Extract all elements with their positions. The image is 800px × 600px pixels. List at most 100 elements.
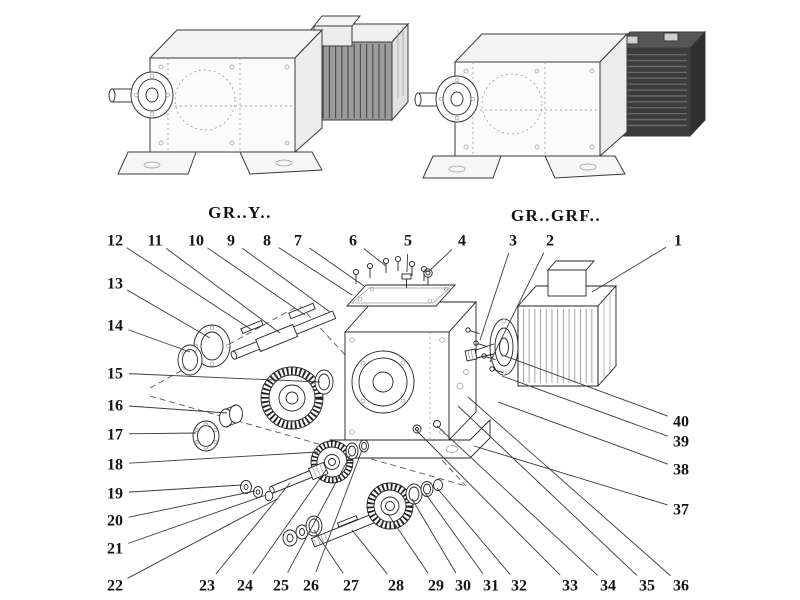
callout-number-1: 1 bbox=[674, 233, 682, 250]
callout-number-33: 33 bbox=[562, 578, 578, 595]
leader-line-26 bbox=[315, 449, 363, 573]
callout-number-22: 22 bbox=[107, 578, 123, 595]
callout-number-31: 31 bbox=[483, 578, 499, 595]
leader-line-35 bbox=[457, 405, 638, 576]
leader-line-21 bbox=[128, 494, 267, 544]
callout-number-2: 2 bbox=[546, 233, 554, 250]
callout-number-34: 34 bbox=[600, 578, 616, 595]
callout-number-7: 7 bbox=[294, 233, 302, 250]
callout-number-35: 35 bbox=[639, 578, 655, 595]
output-gear bbox=[260, 366, 324, 430]
callout-number-19: 19 bbox=[107, 486, 123, 503]
leader-line-5 bbox=[406, 253, 409, 273]
housing-top-cover bbox=[345, 284, 457, 307]
leader-line-4 bbox=[427, 249, 453, 273]
callout-number-40: 40 bbox=[673, 414, 689, 431]
leader-line-37 bbox=[473, 445, 668, 506]
assembled-gearmotor-gr-grf bbox=[414, 30, 707, 179]
callout-number-25: 25 bbox=[273, 578, 289, 595]
leader-line-25 bbox=[287, 455, 351, 573]
leader-line-31 bbox=[424, 492, 484, 574]
leader-line-32 bbox=[436, 487, 511, 575]
callout-number-23: 23 bbox=[199, 578, 215, 595]
oil-seal-ring bbox=[177, 344, 203, 376]
callout-number-30: 30 bbox=[455, 578, 471, 595]
callout-number-6: 6 bbox=[349, 233, 357, 250]
leader-line-23 bbox=[215, 482, 291, 575]
leader-lines bbox=[126, 246, 671, 579]
output-shaft bbox=[230, 310, 337, 360]
leader-line-11 bbox=[165, 247, 281, 334]
leader-line-39 bbox=[501, 375, 668, 437]
leader-line-19 bbox=[128, 484, 243, 493]
callout-number-20: 20 bbox=[107, 513, 123, 530]
breather-vent-plug bbox=[401, 273, 412, 288]
callout-number-26: 26 bbox=[303, 578, 319, 595]
callout-number-13: 13 bbox=[107, 276, 123, 293]
shaft-key-large bbox=[288, 302, 316, 320]
low-speed-rings bbox=[405, 479, 443, 505]
assembled-gearmotor-gr-y bbox=[108, 15, 410, 175]
callout-number-11: 11 bbox=[147, 233, 162, 250]
callout-number-10: 10 bbox=[188, 233, 204, 250]
callout-number-9: 9 bbox=[227, 233, 235, 250]
leader-line-30 bbox=[411, 498, 457, 574]
leader-line-33 bbox=[416, 430, 561, 576]
spacer-bushing bbox=[219, 404, 243, 428]
leader-line-12 bbox=[126, 247, 253, 331]
callout-number-14: 14 bbox=[107, 318, 123, 335]
eye-bolt bbox=[423, 268, 433, 285]
shaft-key-small bbox=[240, 319, 264, 335]
callout-number-27: 27 bbox=[343, 578, 359, 595]
variant-label-gr-grf: GR..GRF.. bbox=[510, 206, 602, 225]
leader-line-38 bbox=[497, 401, 669, 465]
leader-line-34 bbox=[436, 425, 599, 576]
callout-number-5: 5 bbox=[404, 233, 412, 250]
low-speed-gear bbox=[366, 482, 414, 530]
callout-number-38: 38 bbox=[673, 462, 689, 479]
callout-number-4: 4 bbox=[458, 233, 466, 250]
callout-number-24: 24 bbox=[237, 578, 253, 595]
leader-line-36 bbox=[467, 396, 671, 577]
callout-number-28: 28 bbox=[388, 578, 404, 595]
variant-label-gr-y: GR..Y.. bbox=[208, 203, 272, 222]
callout-number-16: 16 bbox=[107, 398, 123, 415]
leader-line-18 bbox=[128, 451, 319, 464]
leader-line-22 bbox=[127, 498, 278, 579]
exploded-view-drawing bbox=[149, 255, 618, 548]
leader-line-28 bbox=[351, 529, 388, 575]
callout-number-32: 32 bbox=[511, 578, 527, 595]
leader-line-1 bbox=[591, 246, 667, 293]
callout-number-37: 37 bbox=[673, 502, 689, 519]
intermediate-rings bbox=[345, 439, 369, 460]
leader-line-8 bbox=[278, 247, 353, 296]
leader-line-9 bbox=[242, 247, 331, 313]
leader-line-14 bbox=[128, 329, 191, 353]
leader-line-24 bbox=[252, 469, 327, 574]
callout-number-29: 29 bbox=[428, 578, 444, 595]
leader-line-17 bbox=[128, 432, 197, 435]
cover-bolts bbox=[352, 255, 428, 284]
callout-number-12: 12 bbox=[107, 233, 123, 250]
callout-number-18: 18 bbox=[107, 457, 123, 474]
leader-line-40 bbox=[504, 355, 669, 417]
ball-bearing bbox=[192, 420, 220, 452]
motor-pinion bbox=[464, 348, 478, 362]
shaft-washers bbox=[240, 480, 274, 502]
low-speed-washers bbox=[282, 515, 323, 547]
leader-line-20 bbox=[128, 490, 256, 518]
pinion-shaft bbox=[269, 461, 329, 494]
leader-line-29 bbox=[387, 513, 429, 574]
callout-number-15: 15 bbox=[107, 366, 123, 383]
leader-line-16 bbox=[128, 405, 228, 414]
leader-line-13 bbox=[126, 289, 211, 339]
callout-number-17: 17 bbox=[107, 427, 123, 444]
callout-number-36: 36 bbox=[673, 578, 689, 595]
electric-motor bbox=[464, 260, 618, 388]
leader-line-27 bbox=[313, 529, 344, 574]
motor-mounting-bolts bbox=[465, 327, 504, 374]
leader-line-2 bbox=[489, 252, 545, 363]
callout-number-3: 3 bbox=[509, 233, 517, 250]
